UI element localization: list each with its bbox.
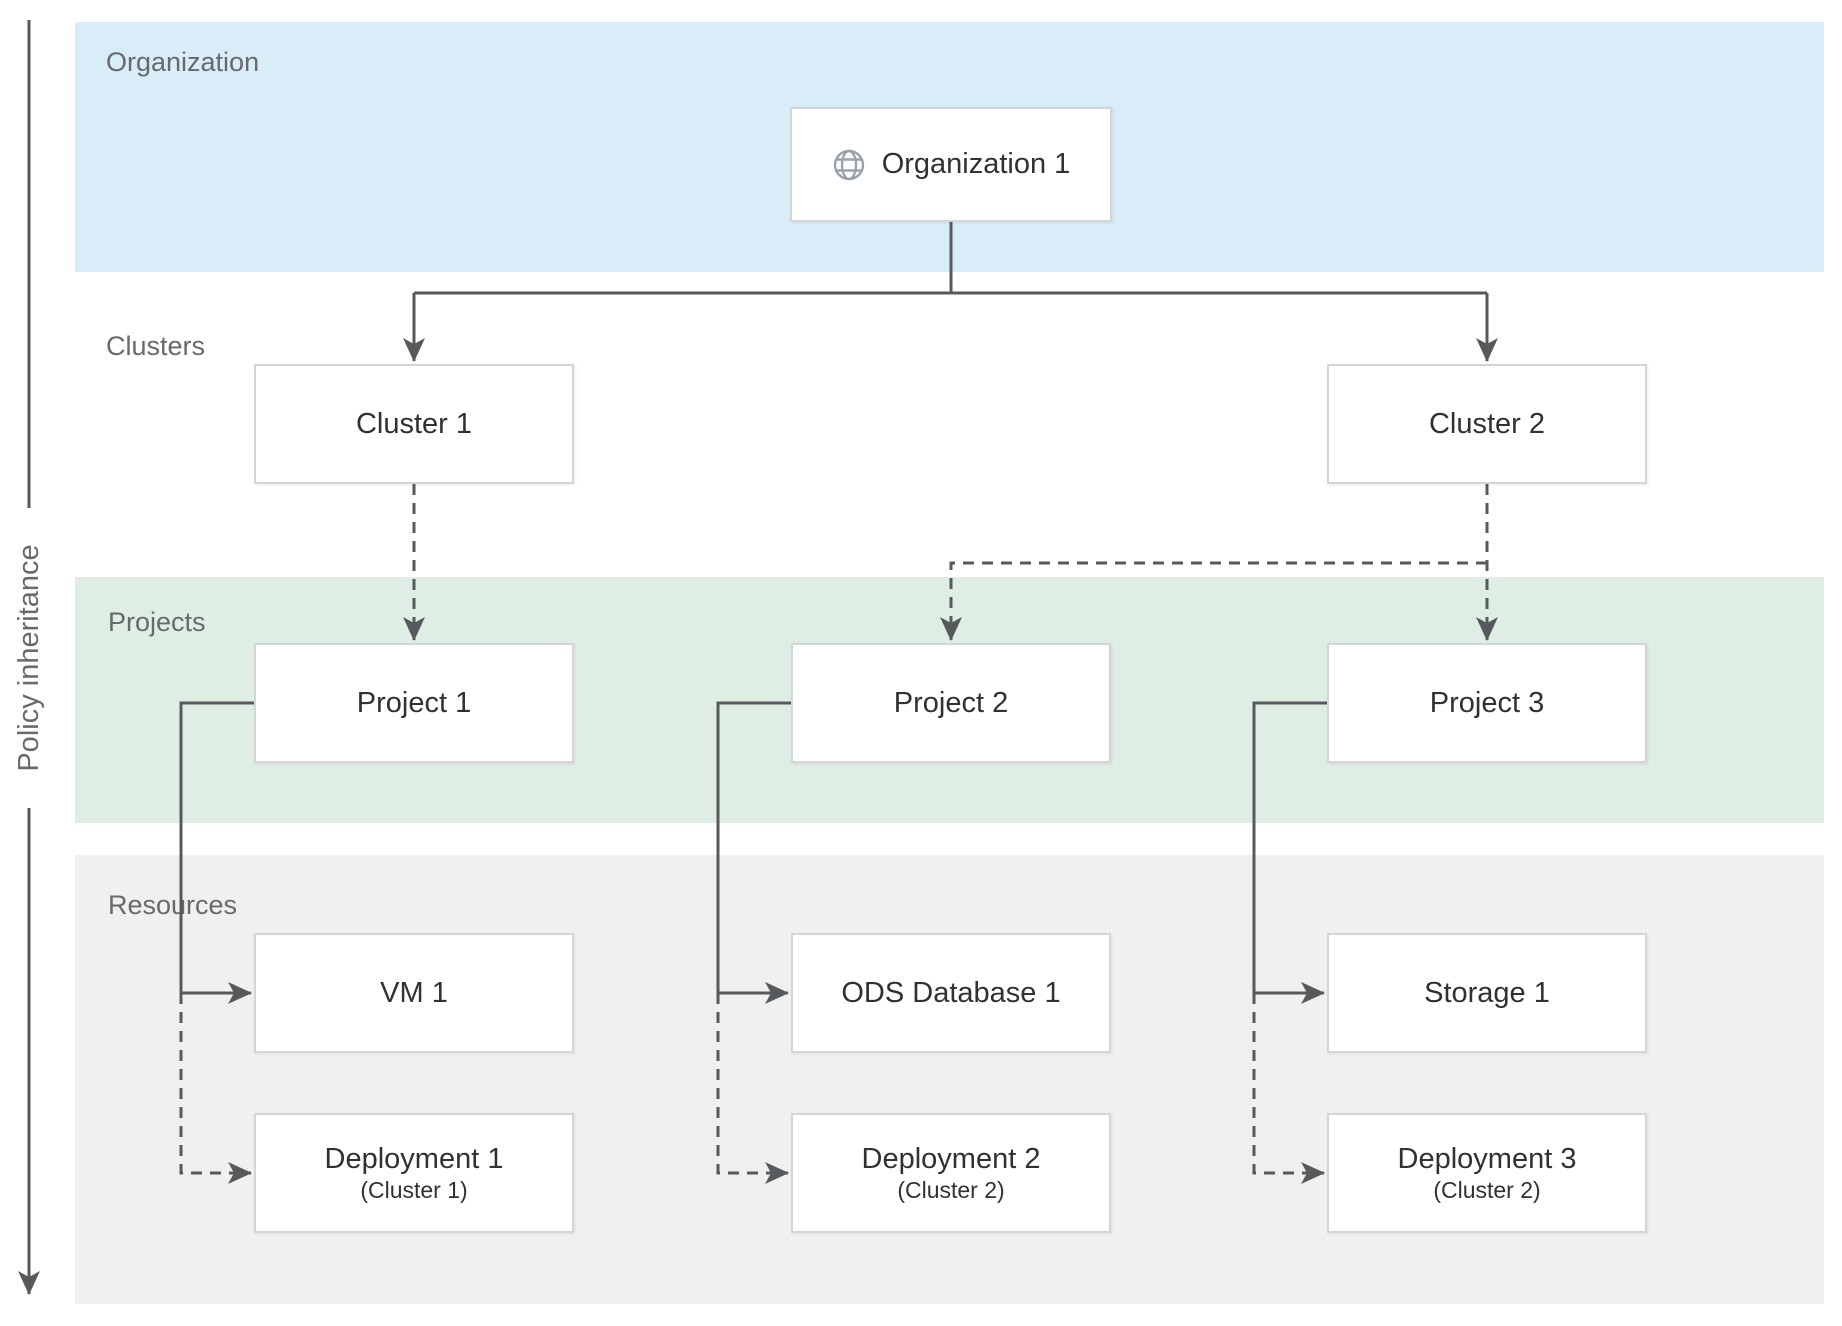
node-label: Deployment 1 xyxy=(324,1142,504,1175)
node-label: Deployment 2 xyxy=(861,1142,1041,1175)
node-cluster-1: Cluster 1 xyxy=(254,364,574,484)
node-label: Project 2 xyxy=(893,686,1009,719)
node-sublabel: (Cluster 1) xyxy=(360,1176,468,1203)
node-label: Organization 1 xyxy=(881,148,1071,180)
node-cluster-2: Cluster 2 xyxy=(1327,364,1647,484)
node-label: ODS Database 1 xyxy=(841,976,1061,1009)
node-label: VM 1 xyxy=(380,976,448,1009)
node-vm-1: VM 1 xyxy=(254,933,574,1053)
band-label-clusters: Clusters xyxy=(106,331,206,361)
node-ods-database-1: ODS Database 1 xyxy=(791,933,1111,1053)
globe-icon xyxy=(832,148,866,182)
node-label: Project 1 xyxy=(356,686,472,719)
node-project-3: Project 3 xyxy=(1327,643,1647,763)
node-label: Deployment 3 xyxy=(1397,1142,1577,1175)
node-deployment-1: Deployment 1 (Cluster 1) xyxy=(254,1113,574,1233)
band-label-projects: Projects xyxy=(108,607,206,637)
node-deployment-3: Deployment 3 (Cluster 2) xyxy=(1327,1113,1647,1233)
node-label: Project 3 xyxy=(1429,686,1545,719)
node-sublabel: (Cluster 2) xyxy=(897,1176,1005,1203)
node-label: Storage 1 xyxy=(1424,976,1550,1009)
node-organization-1: Organization 1 xyxy=(790,107,1112,222)
band-label-organization: Organization xyxy=(106,47,260,77)
node-deployment-2: Deployment 2 (Cluster 2) xyxy=(791,1113,1111,1233)
node-label: Cluster 1 xyxy=(355,407,473,440)
policy-inheritance-label: Policy inheritance xyxy=(13,544,45,772)
node-label: Cluster 2 xyxy=(1428,407,1546,440)
node-storage-1: Storage 1 xyxy=(1327,933,1647,1053)
node-project-2: Project 2 xyxy=(791,643,1111,763)
band-label-resources: Resources xyxy=(108,890,238,920)
band-resources xyxy=(75,855,1824,1304)
node-project-1: Project 1 xyxy=(254,643,574,763)
node-sublabel: (Cluster 2) xyxy=(1433,1176,1541,1203)
